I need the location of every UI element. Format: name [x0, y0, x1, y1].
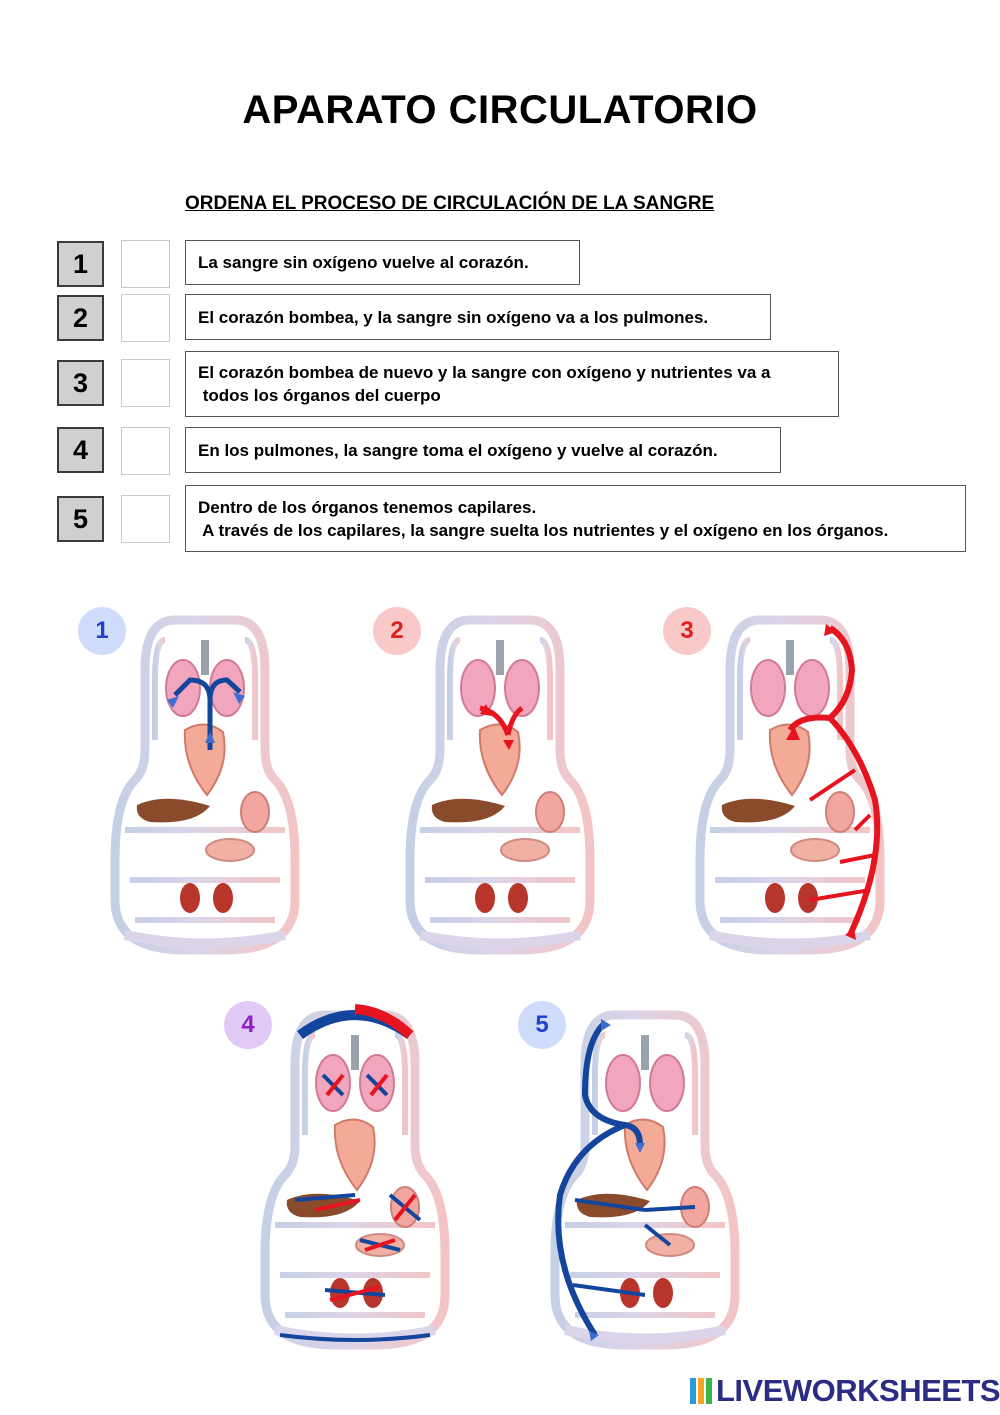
- diagram-3: [690, 600, 890, 965]
- answer-input-5[interactable]: [121, 495, 170, 543]
- answer-input-1[interactable]: [121, 240, 170, 288]
- step-number-4: 4: [57, 427, 104, 473]
- circulation-diagram: [400, 600, 600, 965]
- liveworksheets-logo: LIVEWORKSHEETS: [690, 1372, 1000, 1410]
- step-text-3: El corazón bombea de nuevo y la sangre c…: [185, 351, 839, 417]
- step-text-line: La sangre sin oxígeno vuelve al corazón.: [198, 253, 529, 272]
- answer-input-4[interactable]: [121, 427, 170, 475]
- step-number-3: 3: [57, 360, 104, 406]
- step-text-line: todos los órganos del cuerpo: [198, 386, 441, 405]
- step-number-5: 5: [57, 496, 104, 542]
- logo-text: LIVEWORKSHEETS: [716, 1373, 1000, 1408]
- diagram-1: [105, 600, 305, 965]
- page-title: APARATO CIRCULATORIO: [242, 88, 758, 132]
- step-text-line: El corazón bombea de nuevo y la sangre c…: [198, 363, 771, 382]
- step-text-2: El corazón bombea, y la sangre sin oxíge…: [185, 294, 771, 340]
- step-number-2: 2: [57, 295, 104, 341]
- answer-input-2[interactable]: [121, 294, 170, 342]
- circulation-diagram: [105, 600, 305, 965]
- circulation-diagram: [255, 1004, 455, 1360]
- diagram-badge-3: 3: [663, 607, 711, 655]
- diagram-badge-2: 2: [373, 607, 421, 655]
- diagram-badge-5: 5: [518, 1001, 566, 1049]
- diagram-badge-1: 1: [78, 607, 126, 655]
- diagram-4: [255, 995, 455, 1360]
- step-text-line: A través de los capilares, la sangre sue…: [198, 520, 889, 540]
- circulation-diagram: [545, 995, 745, 1360]
- step-text-line: En los pulmones, la sangre toma el oxíge…: [198, 440, 718, 460]
- answer-input-3[interactable]: [121, 359, 170, 407]
- step-text-line: El corazón bombea, y la sangre sin oxíge…: [198, 307, 709, 327]
- diagram-5: [545, 995, 745, 1360]
- diagram-badge-4: 4: [224, 1001, 272, 1049]
- circulation-diagram: [690, 600, 890, 965]
- logo-icon: [690, 1378, 712, 1404]
- step-text-4: En los pulmones, la sangre toma el oxíge…: [185, 427, 781, 473]
- subtitle: ORDENA EL PROCESO DE CIRCULACIÓN DE LA S…: [185, 193, 715, 214]
- step-text-line: Dentro de los órganos tenemos capilares.: [198, 497, 537, 517]
- step-number-1: 1: [57, 241, 104, 287]
- step-text-5: Dentro de los órganos tenemos capilares.…: [185, 485, 966, 552]
- step-text-1: La sangre sin oxígeno vuelve al corazón.: [185, 240, 580, 285]
- diagram-2: [400, 600, 600, 965]
